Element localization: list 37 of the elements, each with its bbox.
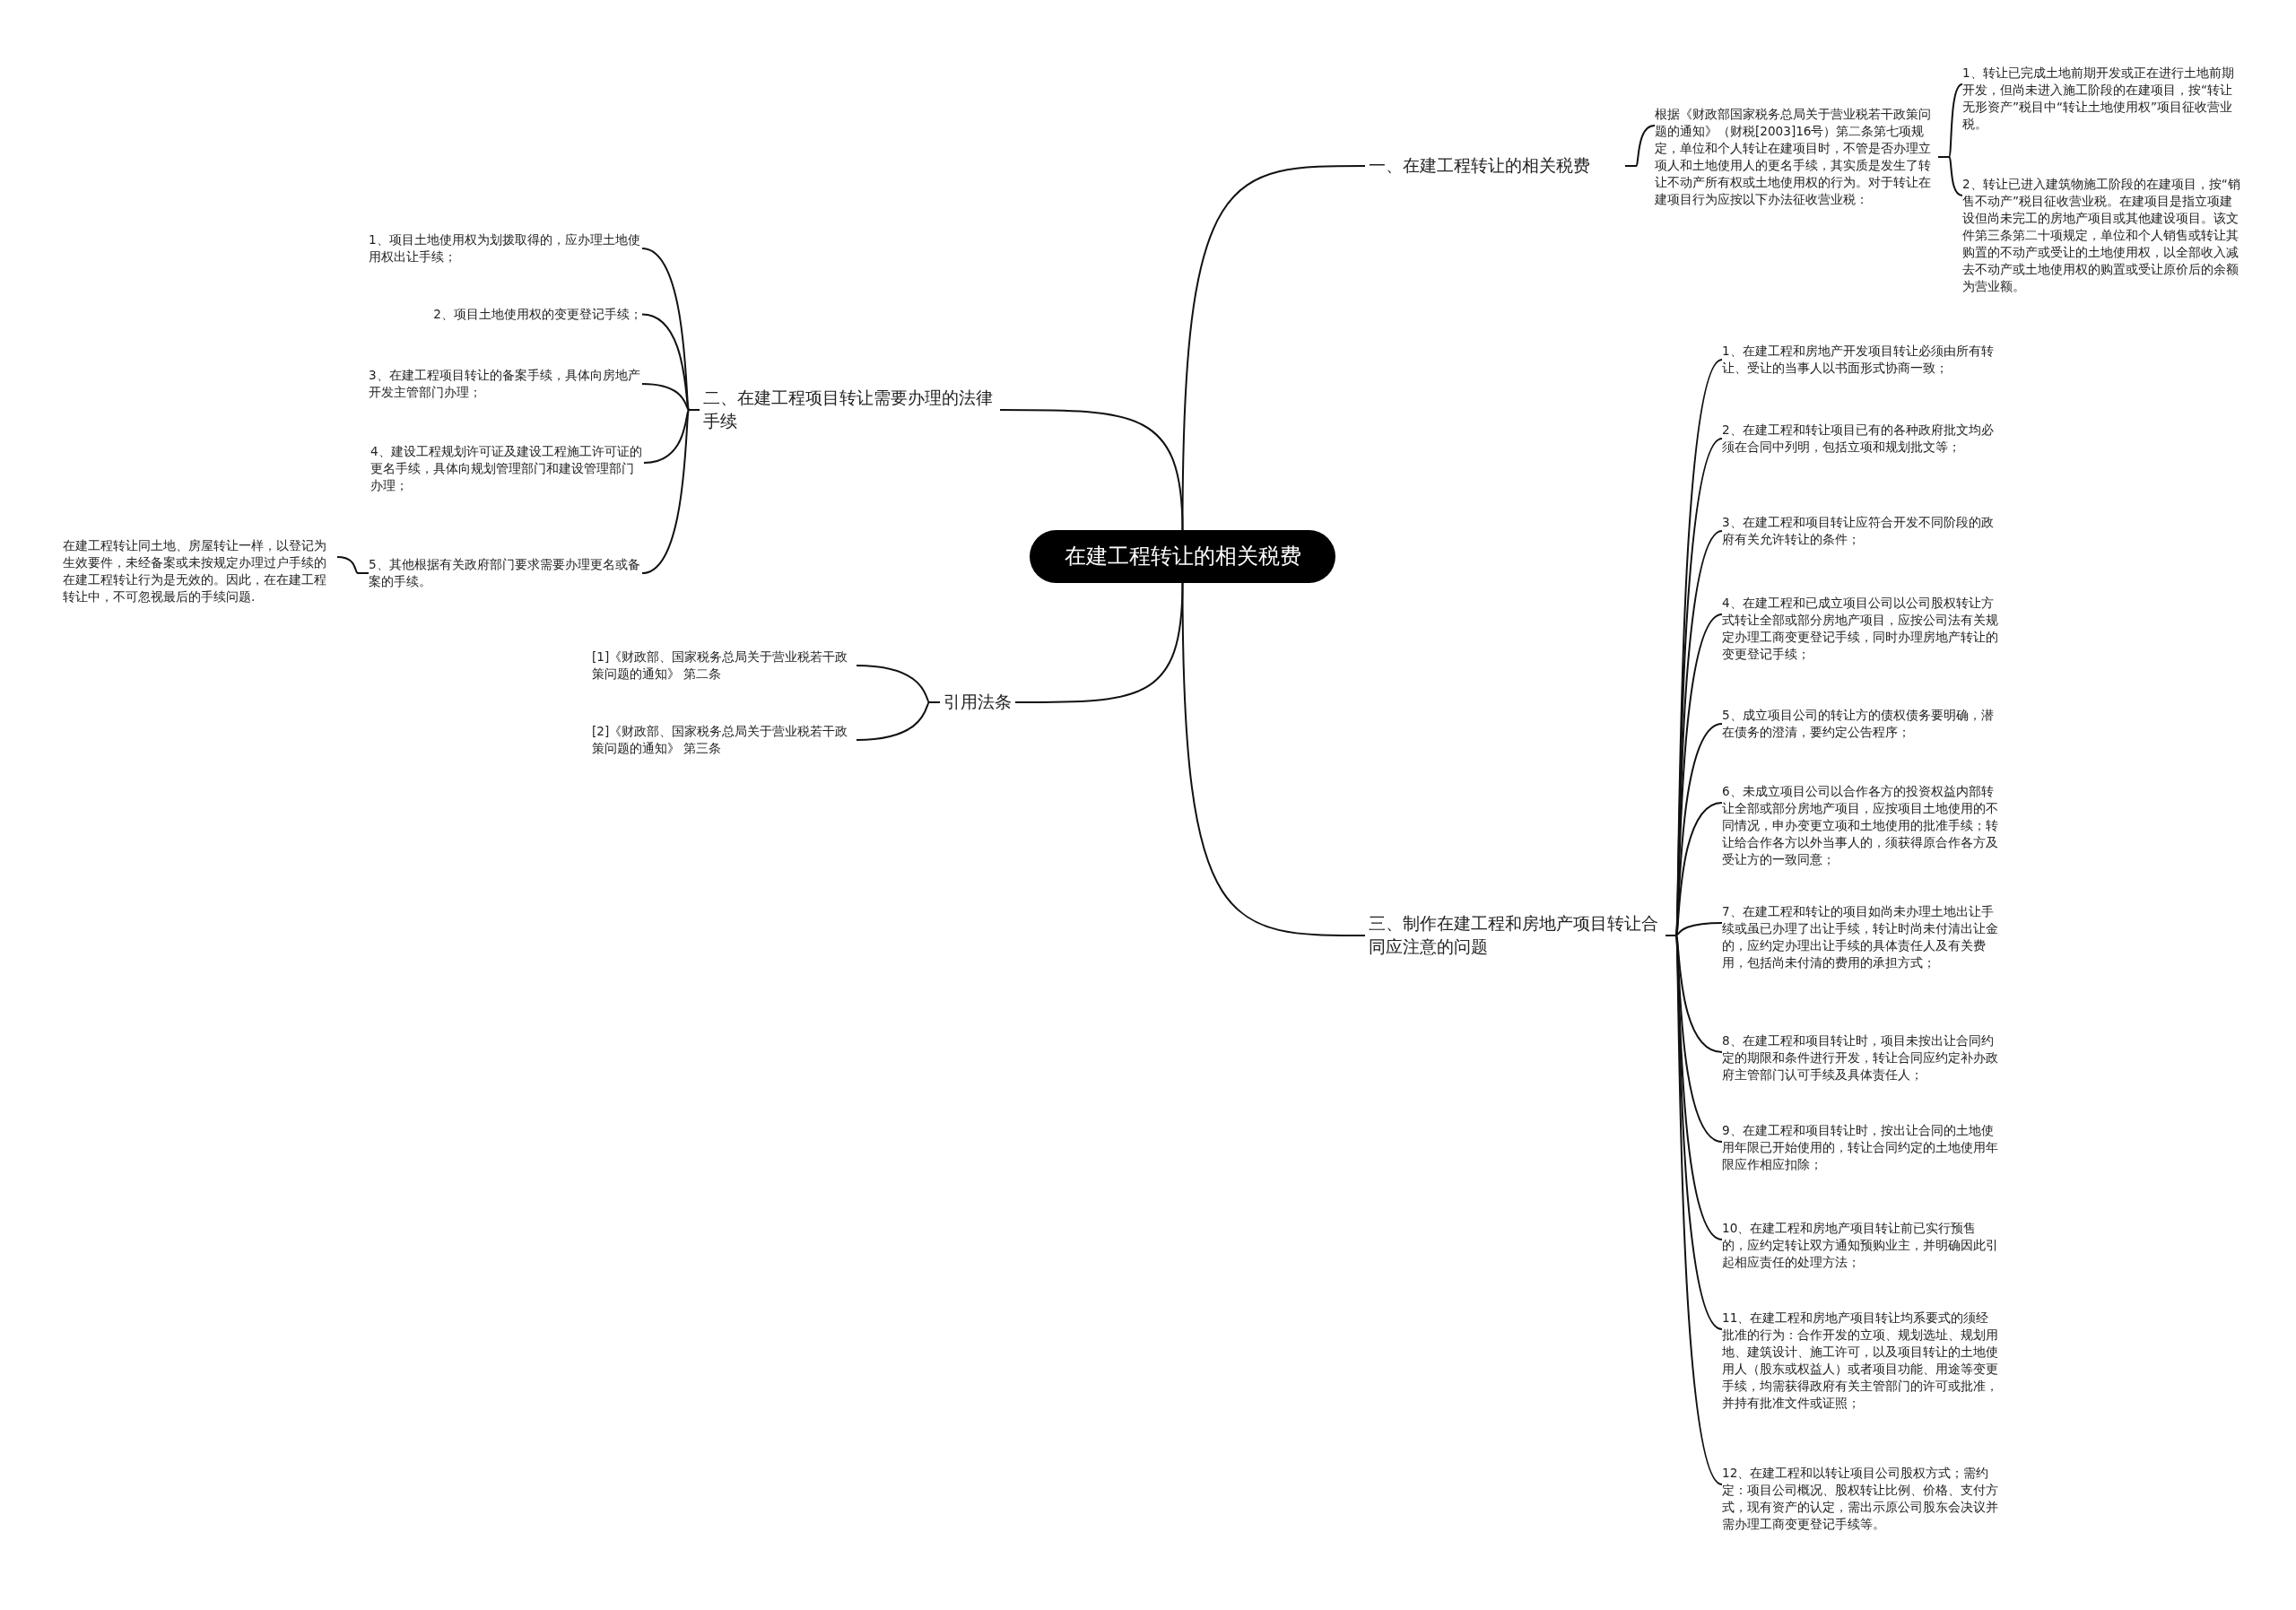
note-text: 9、在建工程和项目转让时，按出让合同的土地使用年限已开始使用的，转让合同约定的土地使用年限应作相应扣除； [1722,1122,2000,1173]
note-text: 1、转让已完成土地前期开发或正在进行土地前期开发，但尚未进入施工阶段的在建项目，按“转让无形资产”税目中“转让土地使用权”项目征收营业税。 [1962,65,2240,133]
branch-line [1181,582,1366,936]
note-text: 7、在建工程和转让的项目如尚未办理土地出让手续或虽已办理了出让手续，转让时尚未付清出让金的，应约定办理出让手续的具体责任人及有关费用，包括尚未付清的费用的承担方式； [1722,903,2000,971]
note-text: 5、其他根据有关政府部门要求需要办理更名或备案的手续。 [369,556,642,590]
note-text: 在建工程转让同土地、房屋转让一样，以登记为生效要件，未经备案或未按规定办理过户手续的在建工程转让行为是无效的。因此，在在建工程转让中，不可忽视最后的手续问题. [63,537,337,605]
note-text: 5、成立项目公司的转让方的债权债务要明确，潜在债务的澄清，要约定公告程序； [1722,707,2000,741]
branch-line [641,409,700,574]
branch-topic: 引用法条 [940,691,1015,714]
note-text: 3、在建工程和项目转让应符合开发不同阶段的政府有关允许转让的条件； [1722,514,2000,548]
note-text: 11、在建工程和房地产项目转让均系要式的须经批准的行为：合作开发的立项、规划选址、规划用地、建筑设计、施工许可，以及项目转让的土地使用人（股东或权益人）或者项目功能、用途等变更手续，均需获得政府有关主管部门的许可或批准，并持有批准文件或证照； [1722,1310,2000,1412]
branch-line [1665,935,1723,1485]
note-text: 2、转让已进入建筑物施工阶段的在建项目，按“销售不动产”税目征收营业税。在建项目是指立项建设但尚未完工的房地产项目或其他建设项目。该文件第三条第二十项规定，单位和个人销售或转让其购置的不动产或受让的土地使用权，以全部收入减去不动产或土地使用权的购置或受让原价后的余额为营业额。 [1962,176,2240,295]
note-text: 2、在建工程和转让项目已有的各种政府批文均必须在合同中列明，包括立项和规划批文等； [1722,422,2000,456]
citation-text: [1]《财政部、国家税务总局关于营业税若干政策问题的通知》 第二条 [592,648,857,683]
branch-line [1014,582,1184,703]
note-text: 3、在建工程项目转让的备案手续，具体向房地产开发主管部门办理； [369,367,642,401]
note-text: 4、建设工程规划许可证及建设工程施工许可证的更名手续，具体向规划管理部门和建设管理部门办理； [370,443,644,494]
citation-text: [2]《财政部、国家税务总局关于营业税若干政策问题的通知》 第三条 [592,723,857,757]
branch-line [999,409,1184,531]
branch-line [336,556,370,574]
note-text: 1、在建工程和房地产开发项目转让必须由所有转让、受让的当事人以书面形式协商一致； [1722,343,2000,377]
note-text: 4、在建工程和已成立项目公司以公司股权转让方式转让全部或部分房地产项目，应按公司法有关规定办理工商变更登记手续，同时办理房地产转让的变更登记手续； [1722,595,2000,663]
branch-topic: 三、制作在建工程和房地产项目转让合同应注意的问题 [1365,912,1665,959]
branch-line [856,701,941,741]
central-topic: 在建工程转让的相关税费 [1030,530,1335,583]
note-text: 根据《财政部国家税务总局关于营业税若干政策问题的通知》（财税[2003]16号）第二条第七项规定，单位和个人转让在建项目时，不管是否办理立项人和土地使用人的更名手续，其实质是发生了转让不动产所有权或土地使用权的行为。对于转让在建项目行为应按以下办法征收营业税： [1655,106,1938,208]
branch-topic: 一、在建工程转让的相关税费 [1365,154,1625,178]
branch-line [1624,125,1656,167]
note-text: 1、项目土地使用权为划拨取得的，应办理土地使用权出让手续； [369,231,642,265]
branch-line [1937,156,1963,196]
branch-topic: 二、在建工程项目转让需要办理的法律手续 [700,387,1000,433]
note-text: 8、在建工程和项目转让时，项目未按出让合同约定的期限和条件进行开发，转让合同应约定补办政府主管部门认可手续及具体责任人； [1722,1032,2000,1083]
note-text: 10、在建工程和房地产项目转让前已实行预售的，应约定转让双方通知预购业主，并明确因此引起相应责任的处理方法； [1722,1220,2000,1271]
note-text: 2、项目土地使用权的变更登记手续； [433,306,642,323]
note-text: 12、在建工程和以转让项目公司股权方式；需约定：项目公司概况、股权转让比例、价格、支付方式，现有资产的认定，需出示原公司股东会决议并需办理工商变更登记手续等。 [1722,1465,2000,1533]
note-text: 6、未成立项目公司以合作各方的投资权益内部转让全部或部分房地产项目，应按项目土地使用的不同情况，申办变更立项和土地使用的批准手续；转让给合作各方以外当事人的，须获得原合作各方及受让方的一致同意； [1722,783,2000,868]
